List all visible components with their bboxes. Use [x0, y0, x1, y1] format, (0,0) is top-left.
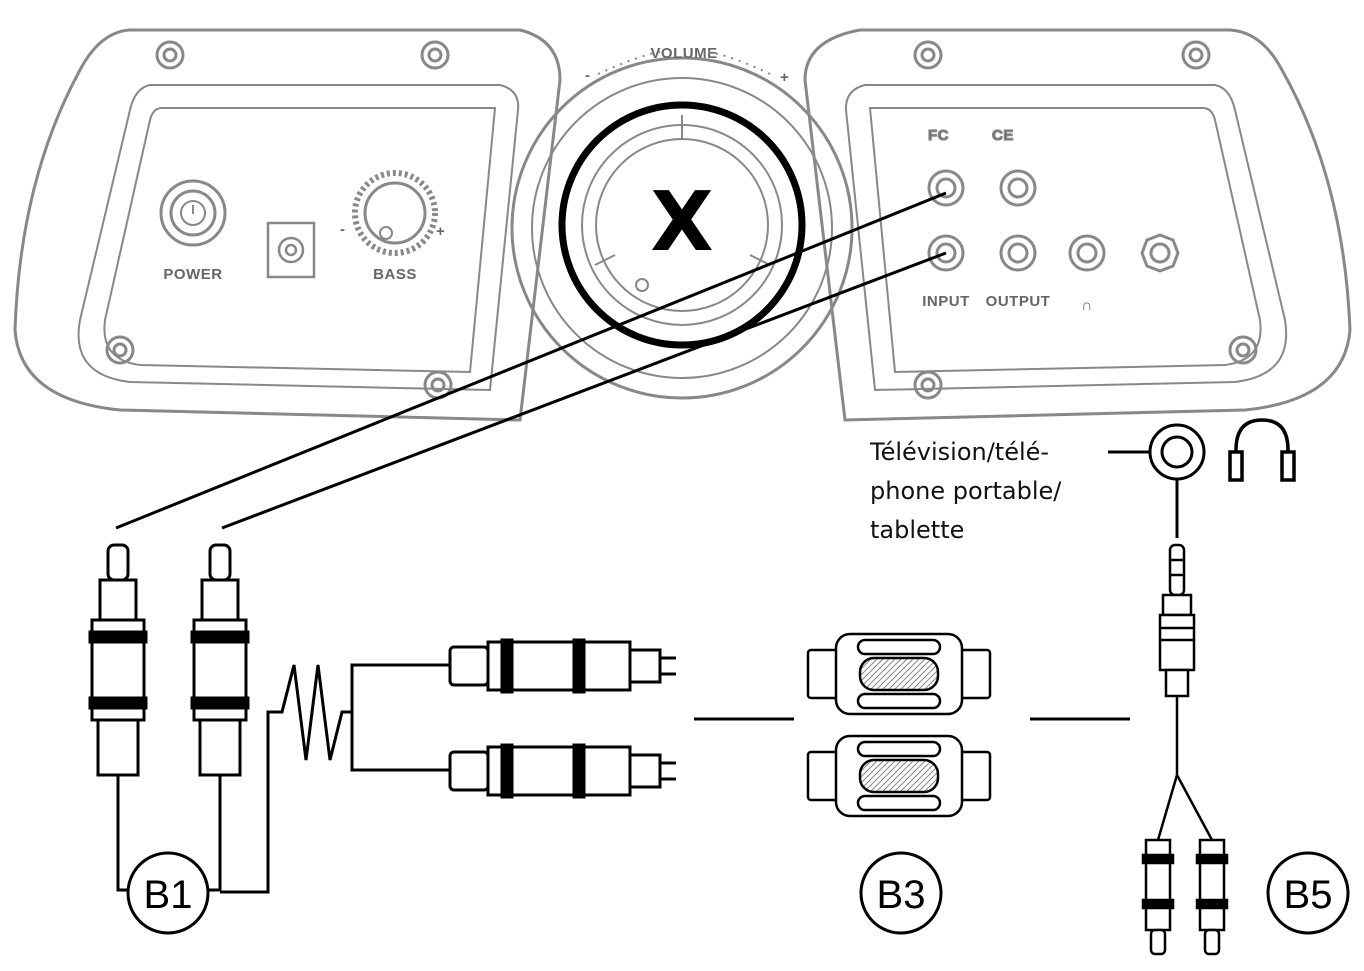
ce-mark: CE	[992, 127, 1014, 144]
dc-power-jack	[266, 221, 316, 279]
callout-b1: B1	[126, 851, 210, 935]
aux-plug	[1158, 543, 1196, 698]
source-caption-line-3: tablette	[870, 516, 964, 544]
callout-b3: B3	[859, 851, 943, 935]
speaker-device	[13, 28, 1352, 422]
callout-b5-label: B5	[1284, 873, 1333, 917]
source-caption-line-2: phone portable/	[870, 477, 1062, 505]
fcc-mark: FC	[928, 127, 949, 144]
output-label: OUTPUT	[986, 293, 1051, 310]
callout-b3-label: B3	[877, 873, 926, 917]
rca-plug-horizontal-top	[448, 638, 676, 694]
right-panel-outer	[803, 28, 1352, 422]
bass-label: BASS	[373, 266, 417, 283]
output-jack-bottom[interactable]	[999, 234, 1037, 272]
aux-to-rca-cable-b5	[1141, 543, 1229, 956]
rca-plug-right	[190, 543, 250, 777]
headphone-symbol: ∩	[1081, 297, 1092, 314]
input-cables	[115, 191, 947, 530]
volume-dome	[510, 56, 854, 400]
volume-plus: +	[780, 69, 789, 86]
bass-knob[interactable]	[352, 170, 438, 256]
aux-jack[interactable]	[1140, 233, 1180, 273]
source-device-caption: Télévision/télé- phone portable/ tablett…	[869, 438, 1062, 544]
callout-b1-label: B1	[144, 873, 193, 917]
rca-plug-small-right	[1195, 838, 1229, 956]
input-label: INPUT	[922, 293, 970, 310]
right-panel-inner	[844, 84, 1288, 392]
source-caption-line-1: Télévision/télé-	[869, 438, 1049, 466]
source-audio-jack	[1148, 423, 1206, 481]
power-label: POWER	[163, 266, 222, 283]
screw-hole	[1228, 335, 1258, 365]
rca-coupler-bottom	[806, 734, 992, 818]
volume-label: VOLUME	[650, 45, 717, 62]
bass-minus: -	[340, 221, 346, 238]
screw-hole	[1181, 40, 1211, 70]
screw-hole	[105, 335, 135, 365]
callout-b5: B5	[1266, 851, 1350, 935]
headphones-icon	[1228, 418, 1296, 482]
rca-coupler-top	[806, 632, 992, 716]
input-jack-bottom[interactable]	[927, 234, 965, 272]
volume-knob[interactable]: X	[558, 101, 806, 349]
rca-cable-b1	[88, 543, 676, 894]
left-panel-inner	[77, 84, 520, 392]
screw-hole	[155, 40, 185, 70]
brand-logo: X	[650, 175, 713, 270]
screw-hole	[913, 40, 943, 70]
rca-plug-left	[88, 543, 148, 777]
volume-minus: -	[585, 67, 591, 84]
rca-coupler-b3	[806, 632, 992, 818]
rca-plug-horizontal-bottom	[448, 743, 676, 799]
output-jack-top[interactable]	[999, 169, 1037, 207]
screw-hole	[913, 370, 943, 400]
rca-plug-small-left	[1141, 838, 1175, 956]
left-panel-outer	[13, 28, 562, 422]
screw-hole	[420, 40, 450, 70]
headphone-jack[interactable]	[1068, 234, 1106, 272]
bass-plus: +	[436, 223, 445, 240]
power-button[interactable]	[159, 179, 227, 247]
input-jack-top[interactable]	[927, 169, 965, 207]
